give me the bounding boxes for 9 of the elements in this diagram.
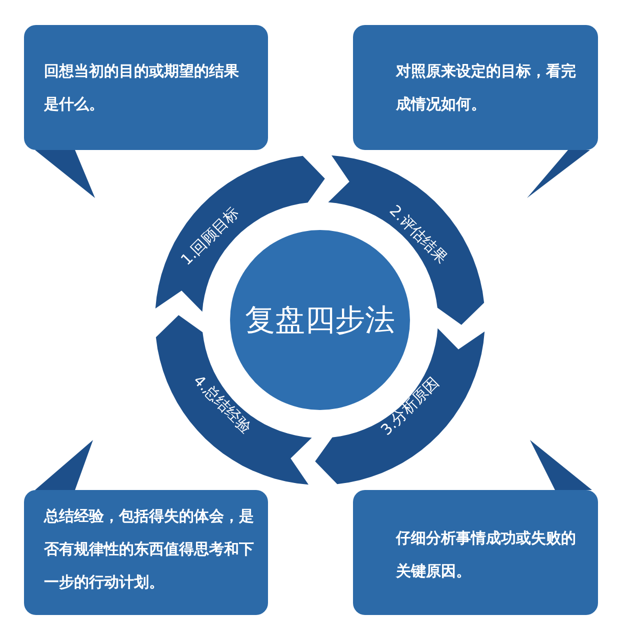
step-label: 4.总结经验: [189, 371, 256, 437]
callout-text: 仔细分析事情成功或失败的关键原因。: [396, 528, 577, 582]
step-label: 2.评估结果: [385, 201, 452, 267]
callout-text: 回想当初的目的或期望的结果是什么。: [44, 61, 240, 115]
step-label: 1.回顾目标: [177, 203, 244, 269]
step-label: 3.分析原因: [377, 373, 444, 439]
center-title: 复盘四步法: [245, 302, 395, 340]
callout-text: 总结经验，包括得失的体会，是否有规律性的东西值得思考和下一步的行动计划。: [44, 506, 255, 593]
callout-text: 对照原来设定的目标，看完成情况如何。: [396, 61, 577, 115]
